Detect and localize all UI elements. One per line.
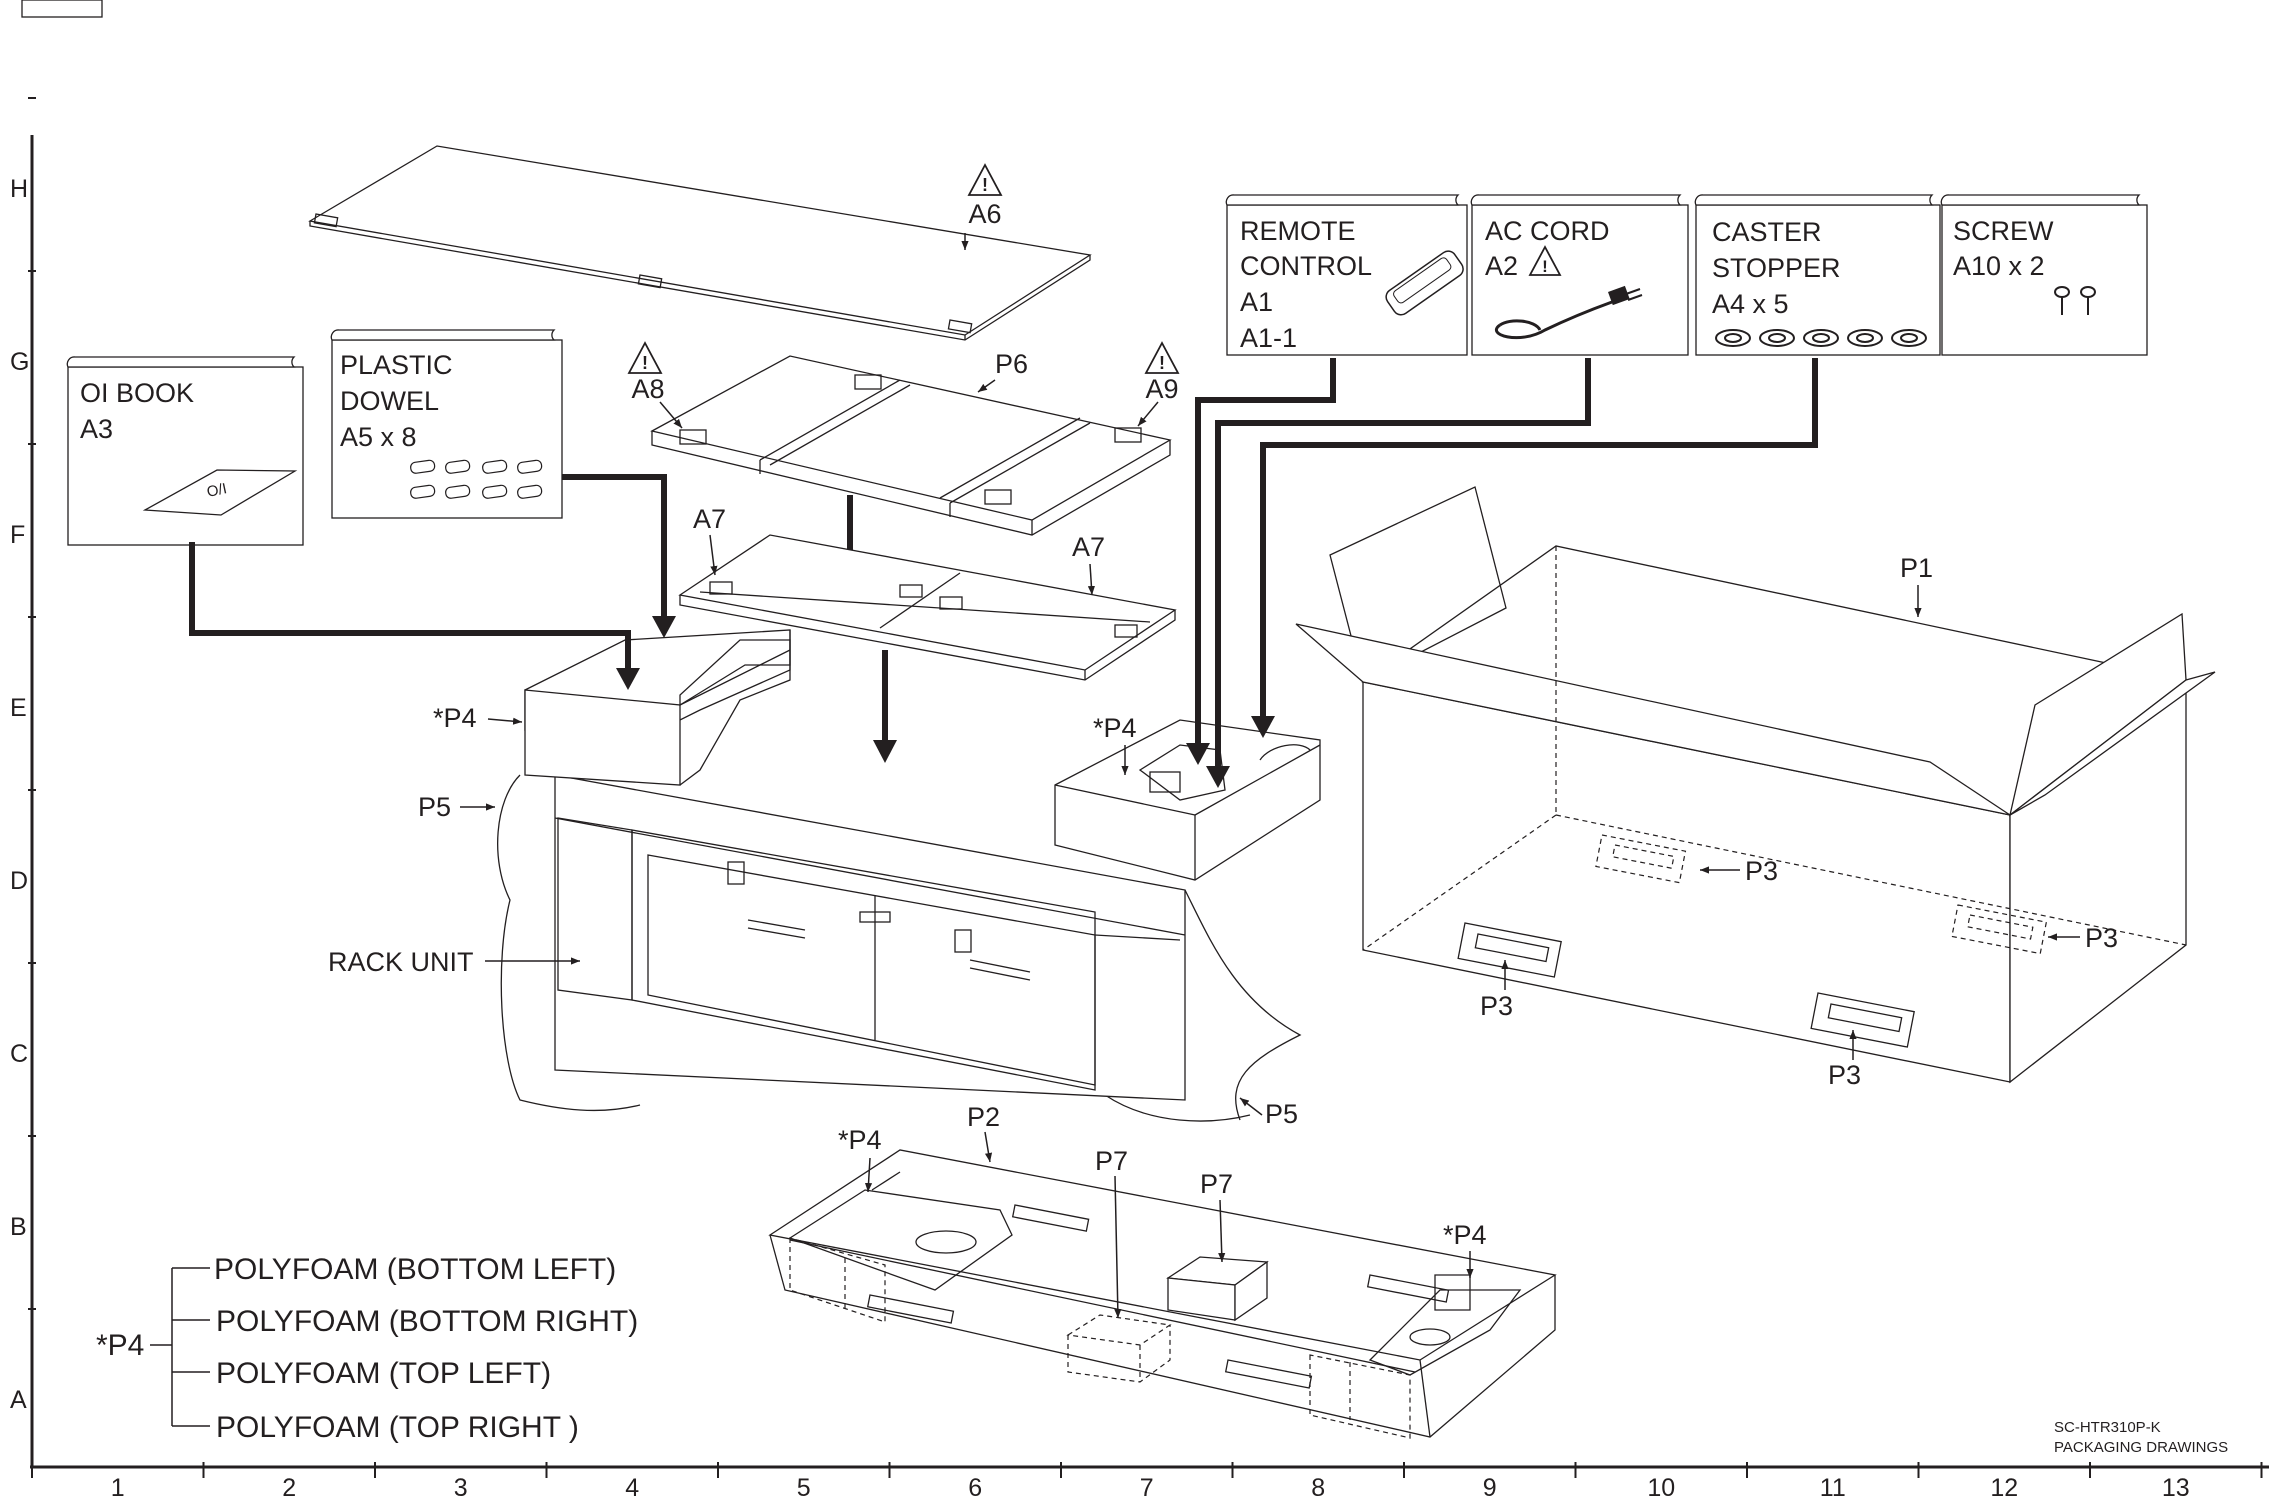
warning-icon: !: [1144, 341, 1180, 374]
card-ac-cord-code: A2: [1485, 251, 1518, 281]
screw-icon: [2054, 286, 2096, 315]
card-plastic-dowel: PLASTIC DOWEL A5 x 8: [330, 329, 563, 519]
card-oi-book-code: A3: [80, 414, 113, 444]
a6-panel: [308, 145, 1092, 341]
down-arrow-icon: [873, 740, 897, 763]
label-p5-right: P5: [1265, 1099, 1298, 1129]
svg-text:!: !: [982, 175, 988, 195]
col-label: 10: [1647, 1474, 1675, 1502]
legend-item: POLYFOAM (TOP RIGHT ): [216, 1411, 579, 1444]
card-caster-line2: STOPPER: [1712, 253, 1841, 283]
col-label: 9: [1483, 1474, 1497, 1502]
row-label: E: [10, 694, 27, 722]
label-p5-left: P5: [418, 792, 451, 822]
col-label: 8: [1311, 1474, 1325, 1502]
label-p4-left: *P4: [433, 703, 477, 733]
label-a8: A8: [631, 374, 664, 404]
col-label: 7: [1140, 1474, 1154, 1502]
card-ac-cord-title: AC CORD: [1485, 216, 1610, 246]
card-remote-code2: A1-1: [1240, 323, 1297, 353]
col-label: 2: [282, 1474, 296, 1502]
label-p2: P2: [967, 1102, 1000, 1132]
p1-carton: [1295, 486, 2216, 1084]
card-remote-line1: REMOTE: [1240, 216, 1356, 246]
label-p1: P1: [1900, 553, 1933, 583]
corner-box: [21, 0, 103, 18]
footer-model: SC-HTR310P-K: [2054, 1419, 2161, 1436]
warning-icon: !: [1528, 245, 1562, 276]
label-p7-b: P7: [1200, 1169, 1233, 1199]
label-a7-right: A7: [1072, 532, 1105, 562]
row-label: H: [10, 175, 28, 203]
legend-item: POLYFOAM (TOP LEFT): [216, 1357, 551, 1390]
card-oi-book: OI BOOK A3 O/I: [66, 356, 304, 546]
dowel-icon: [410, 459, 543, 499]
label-p3-a: P3: [1745, 856, 1778, 886]
p6-panel: [650, 355, 1172, 536]
card-screw-title: SCREW: [1953, 216, 2054, 246]
row-label: D: [10, 867, 28, 895]
col-label: 12: [1990, 1474, 2018, 1502]
card-caster-line1: CASTER: [1712, 217, 1822, 247]
card-plastic-dowel-line1: PLASTIC: [340, 350, 453, 380]
caster-stopper-icon: [1715, 329, 1927, 347]
rack-unit-assembly: [497, 629, 1321, 1122]
remote-control-icon: [1385, 250, 1464, 316]
svg-text:!: !: [1159, 353, 1165, 373]
card-caster-code: A4 x 5: [1712, 289, 1789, 319]
card-remote-control: REMOTE CONTROL A1 A1-1: [1225, 194, 1468, 356]
label-p6: P6: [995, 349, 1028, 379]
label-p4-right: *P4: [1093, 713, 1137, 743]
row-label: B: [10, 1213, 27, 1241]
card-oi-book-title: OI BOOK: [80, 378, 194, 408]
row-label: C: [10, 1040, 28, 1068]
card-ac-cord: AC CORD A2 !: [1470, 194, 1689, 356]
col-label: 1: [111, 1474, 125, 1502]
svg-text:!: !: [642, 353, 648, 373]
col-label: 3: [454, 1474, 468, 1502]
a7-panel: [678, 534, 1177, 681]
drawing-frame: [30, 135, 2269, 1469]
card-caster-stopper: CASTER STOPPER A4 x 5: [1694, 194, 1941, 356]
card-screw-code: A10 x 2: [1953, 251, 2045, 281]
label-p3-b: P3: [2085, 923, 2118, 953]
svg-text:!: !: [1542, 257, 1548, 276]
col-label: 6: [968, 1474, 982, 1502]
row-label: A: [10, 1386, 27, 1414]
label-p4-tray-right: *P4: [1443, 1220, 1487, 1250]
card-plastic-dowel-code: A5 x 8: [340, 422, 417, 452]
label-p3-c: P3: [1480, 991, 1513, 1021]
label-a9: A9: [1145, 374, 1178, 404]
power-cord-icon: [1495, 285, 1643, 340]
legend-item: POLYFOAM (BOTTOM LEFT): [214, 1253, 616, 1286]
col-label: 11: [1820, 1474, 1846, 1502]
card-remote-code1: A1: [1240, 287, 1273, 317]
row-axis: H G F E D C B A: [10, 97, 36, 1414]
label-p7-a: P7: [1095, 1146, 1128, 1176]
label-p3-d: P3: [1828, 1060, 1861, 1090]
col-label: 13: [2162, 1474, 2190, 1502]
oi-book-cover-text: O/I: [205, 480, 228, 501]
label-p4-tray-left: *P4: [838, 1125, 882, 1155]
card-remote-line2: CONTROL: [1240, 251, 1372, 281]
row-label: F: [10, 521, 25, 549]
footer-title: PACKAGING DRAWINGS: [2054, 1439, 2228, 1456]
card-plastic-dowel-line2: DOWEL: [340, 386, 439, 416]
label-rack-unit: RACK UNIT: [328, 947, 474, 977]
col-label: 4: [625, 1474, 639, 1502]
label-a7-left: A7: [693, 504, 726, 534]
routing-arrows: [189, 358, 1818, 788]
label-a6: A6: [968, 199, 1001, 229]
warning-icon: !: [627, 341, 663, 374]
warning-icon: !: [967, 163, 1003, 196]
p2-tray: [768, 1149, 1557, 1439]
p4-legend: *P4 POLYFOAM (BOTTOM LEFT) POLYFOAM (BOT…: [96, 1253, 638, 1444]
card-screw: SCREW A10 x 2: [1940, 194, 2148, 356]
legend-item: POLYFOAM (BOTTOM RIGHT): [216, 1305, 638, 1338]
legend-key: *P4: [96, 1329, 144, 1362]
row-label: G: [10, 348, 29, 376]
col-label: 5: [797, 1474, 811, 1502]
